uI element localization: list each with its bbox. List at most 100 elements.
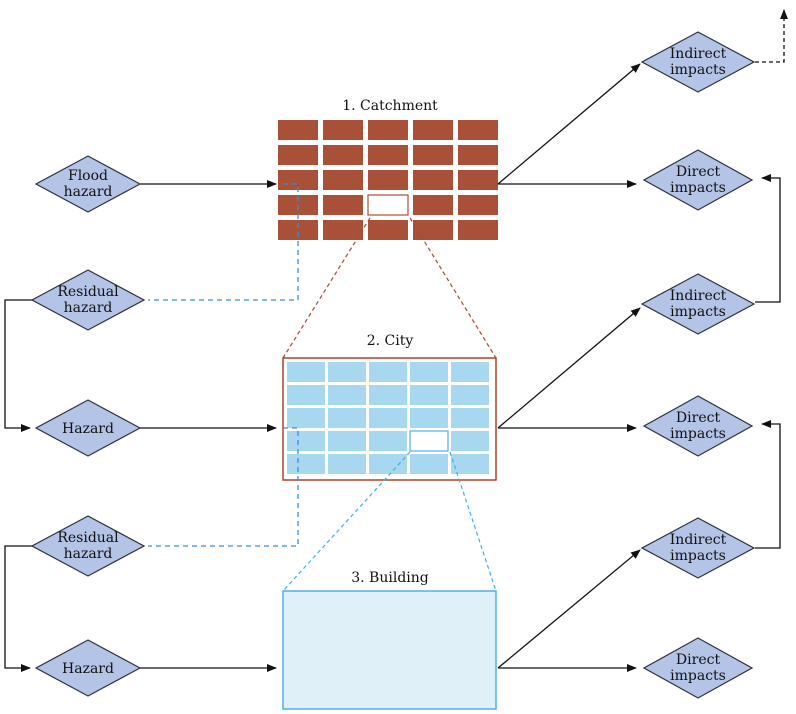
city-title: 2. City: [367, 333, 414, 349]
city-cell: [451, 385, 489, 405]
city-cell: [287, 362, 325, 382]
node-direct-impacts-3: Direct impacts: [642, 637, 754, 699]
city-cell: [410, 385, 448, 405]
node-hazard-building-label: Hazard: [62, 661, 114, 677]
zoom-line-city-left: [282, 451, 411, 592]
catchment-cell: [368, 170, 408, 190]
arrow-indirect1-continuation: [755, 9, 788, 63]
catchment-cell: [458, 145, 498, 165]
catchment-cell: [413, 195, 453, 215]
building-title: 3. Building: [351, 570, 429, 586]
arrow-catchment-to-indirect: [497, 63, 641, 185]
node-hazard-building: Hazard: [34, 639, 142, 697]
node-residual-hazard-2-line1: Residual: [57, 530, 119, 546]
node-direct-impacts-1: Direct impacts: [642, 149, 754, 211]
city-cell: [451, 431, 489, 451]
catchment-cell: [323, 120, 363, 140]
catchment-grid: [278, 120, 498, 240]
node-residual-hazard-2: Residual hazard: [30, 515, 146, 577]
city-cell: [287, 431, 325, 451]
node-indirect-impacts-3-line1: Indirect: [670, 532, 727, 548]
city-cell: [369, 454, 407, 474]
arrow-residual-to-hazard-2: [4, 545, 38, 672]
catchment-cell: [368, 220, 408, 240]
catchment-cell: [368, 120, 408, 140]
catchment-highlighted-cell: [367, 194, 409, 216]
catchment-cell: [413, 145, 453, 165]
node-indirect-impacts-2: Indirect impacts: [640, 273, 756, 335]
node-residual-hazard-1-line1: Residual: [57, 284, 119, 300]
catchment-cell: [413, 120, 453, 140]
node-hazard-city-label: Hazard: [62, 421, 114, 437]
node-direct-impacts-2: Direct impacts: [642, 395, 754, 457]
catchment-cell: [323, 220, 363, 240]
arrow-indirect3-to-direct2: [755, 420, 781, 549]
catchment-cell: [413, 220, 453, 240]
node-flood-hazard: Flood hazard: [34, 155, 142, 213]
node-indirect-impacts-2-line1: Indirect: [670, 288, 727, 304]
city-highlighted-cell: [409, 430, 449, 452]
catchment-cell: [278, 170, 318, 190]
residual-connector-1: [148, 183, 299, 301]
node-indirect-impacts-3-line2: impacts: [670, 548, 726, 564]
city-cell: [328, 385, 366, 405]
catchment-cell: [458, 120, 498, 140]
arrow-city-to-indirect: [497, 307, 641, 429]
city-cell: [287, 385, 325, 405]
node-direct-impacts-2-line2: impacts: [670, 426, 726, 442]
node-indirect-impacts-1: Indirect impacts: [640, 31, 756, 93]
node-flood-hazard-line1: Flood: [68, 168, 108, 184]
city-cell: [287, 454, 325, 474]
catchment-title: 1. Catchment: [342, 98, 438, 114]
node-residual-hazard-1: Residual hazard: [30, 269, 146, 331]
city-cell: [410, 454, 448, 474]
node-direct-impacts-1-line1: Direct: [676, 164, 721, 180]
residual-connector-2: [148, 427, 299, 547]
city-cell: [328, 431, 366, 451]
city-cell: [328, 408, 366, 428]
node-indirect-impacts-3: Indirect impacts: [640, 517, 756, 579]
node-indirect-impacts-2-line2: impacts: [670, 304, 726, 320]
zoom-line-catchment-right: [409, 217, 497, 359]
arrow-indirect2-to-direct1: [755, 174, 781, 303]
building-box: [282, 590, 497, 710]
city-cell: [451, 454, 489, 474]
catchment-cell: [323, 170, 363, 190]
city-grid: [282, 357, 497, 481]
city-cell: [410, 408, 448, 428]
node-flood-hazard-line2: hazard: [64, 184, 113, 200]
zoom-line-city-right: [449, 451, 497, 592]
city-cell: [410, 362, 448, 382]
node-direct-impacts-2-line1: Direct: [676, 410, 721, 426]
catchment-cell: [368, 145, 408, 165]
city-cell: [369, 431, 407, 451]
catchment-cell: [278, 145, 318, 165]
node-indirect-impacts-1-line1: Indirect: [670, 46, 727, 62]
city-cell: [369, 385, 407, 405]
node-residual-hazard-1-line2: hazard: [64, 300, 113, 316]
catchment-cell: [278, 220, 318, 240]
node-direct-impacts-3-line2: impacts: [670, 668, 726, 684]
city-cell: [451, 362, 489, 382]
node-residual-hazard-2-line2: hazard: [64, 546, 113, 562]
arrow-residual-to-hazard-1: [4, 299, 38, 432]
catchment-cell: [458, 195, 498, 215]
catchment-cell: [278, 120, 318, 140]
city-cell: [328, 454, 366, 474]
catchment-cell: [413, 170, 453, 190]
arrow-building-to-indirect: [497, 549, 641, 669]
catchment-cell: [323, 145, 363, 165]
catchment-cell: [323, 195, 363, 215]
catchment-cell: [458, 220, 498, 240]
city-cell: [328, 362, 366, 382]
city-cell: [369, 362, 407, 382]
city-cell: [369, 408, 407, 428]
node-direct-impacts-1-line2: impacts: [670, 180, 726, 196]
city-cell: [287, 408, 325, 428]
node-hazard-city: Hazard: [34, 399, 142, 457]
city-cell: [451, 408, 489, 428]
node-direct-impacts-3-line1: Direct: [676, 652, 721, 668]
node-indirect-impacts-1-line2: impacts: [670, 62, 726, 78]
catchment-cell: [458, 170, 498, 190]
